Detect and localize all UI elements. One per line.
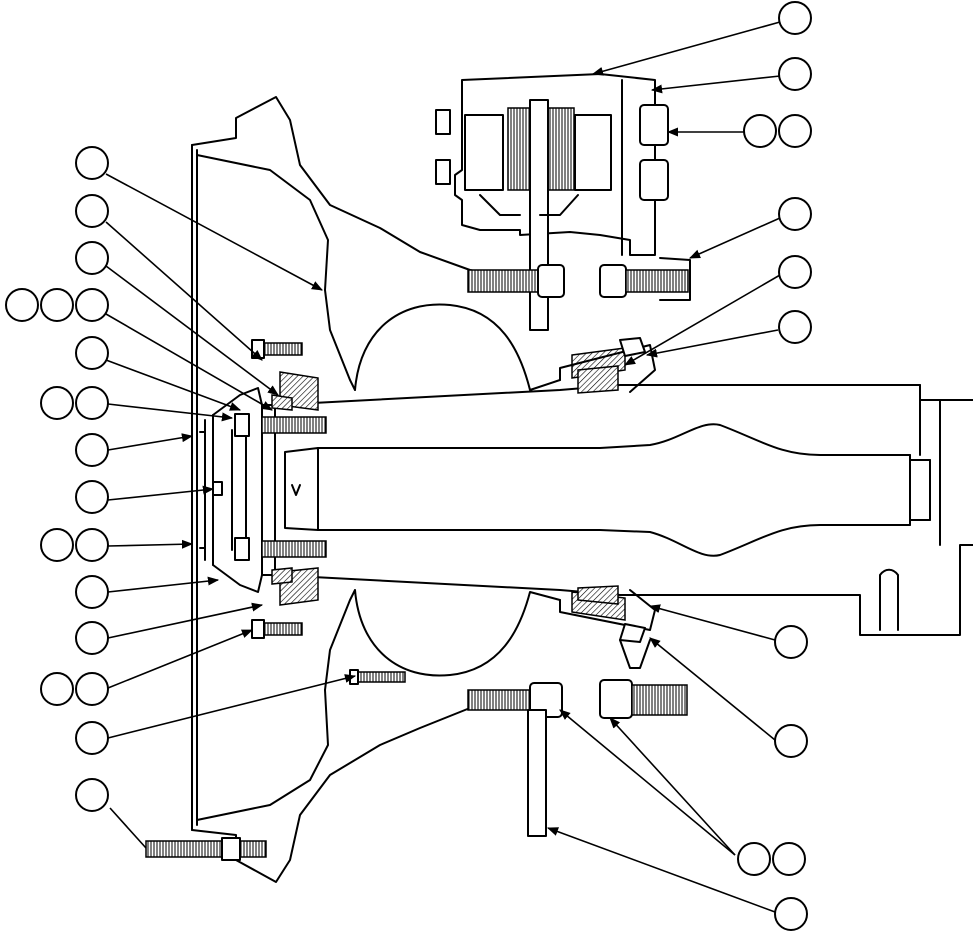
callout-balloon (75, 288, 109, 322)
callout-balloon (75, 386, 109, 420)
callout-balloon (778, 114, 812, 148)
callout-balloon (40, 386, 74, 420)
callout-balloons (5, 1, 812, 931)
outer-bearings (559, 337, 656, 643)
callout-balloon (778, 197, 812, 231)
callout-balloon (778, 310, 812, 344)
bracket-bolts (467, 257, 691, 837)
callout-balloon (40, 528, 74, 562)
callout-balloon (75, 778, 109, 812)
callout-balloon (75, 241, 109, 275)
callout-balloon (75, 672, 109, 706)
callout-balloon (737, 842, 771, 876)
inner-bearings (271, 371, 319, 606)
callout-balloon (5, 288, 39, 322)
callout-balloon (75, 194, 109, 228)
callout-balloon (774, 897, 808, 931)
callout-balloon (778, 1, 812, 35)
leader-lines (105, 21, 781, 913)
callout-balloon (778, 255, 812, 289)
callout-balloon (75, 528, 109, 562)
callout-balloon (772, 842, 806, 876)
callout-balloon (75, 721, 109, 755)
callout-balloon (40, 672, 74, 706)
hub-studs (145, 339, 406, 861)
callout-balloon (75, 433, 109, 467)
callout-balloon (774, 625, 808, 659)
callout-balloon (40, 288, 74, 322)
callout-balloon (75, 480, 109, 514)
callout-balloon (743, 114, 777, 148)
callout-balloon (75, 575, 109, 609)
callout-balloon (75, 621, 109, 655)
callout-balloon (778, 57, 812, 91)
callout-balloon (774, 724, 808, 758)
callout-balloon (75, 336, 109, 370)
callout-balloon (75, 146, 109, 180)
